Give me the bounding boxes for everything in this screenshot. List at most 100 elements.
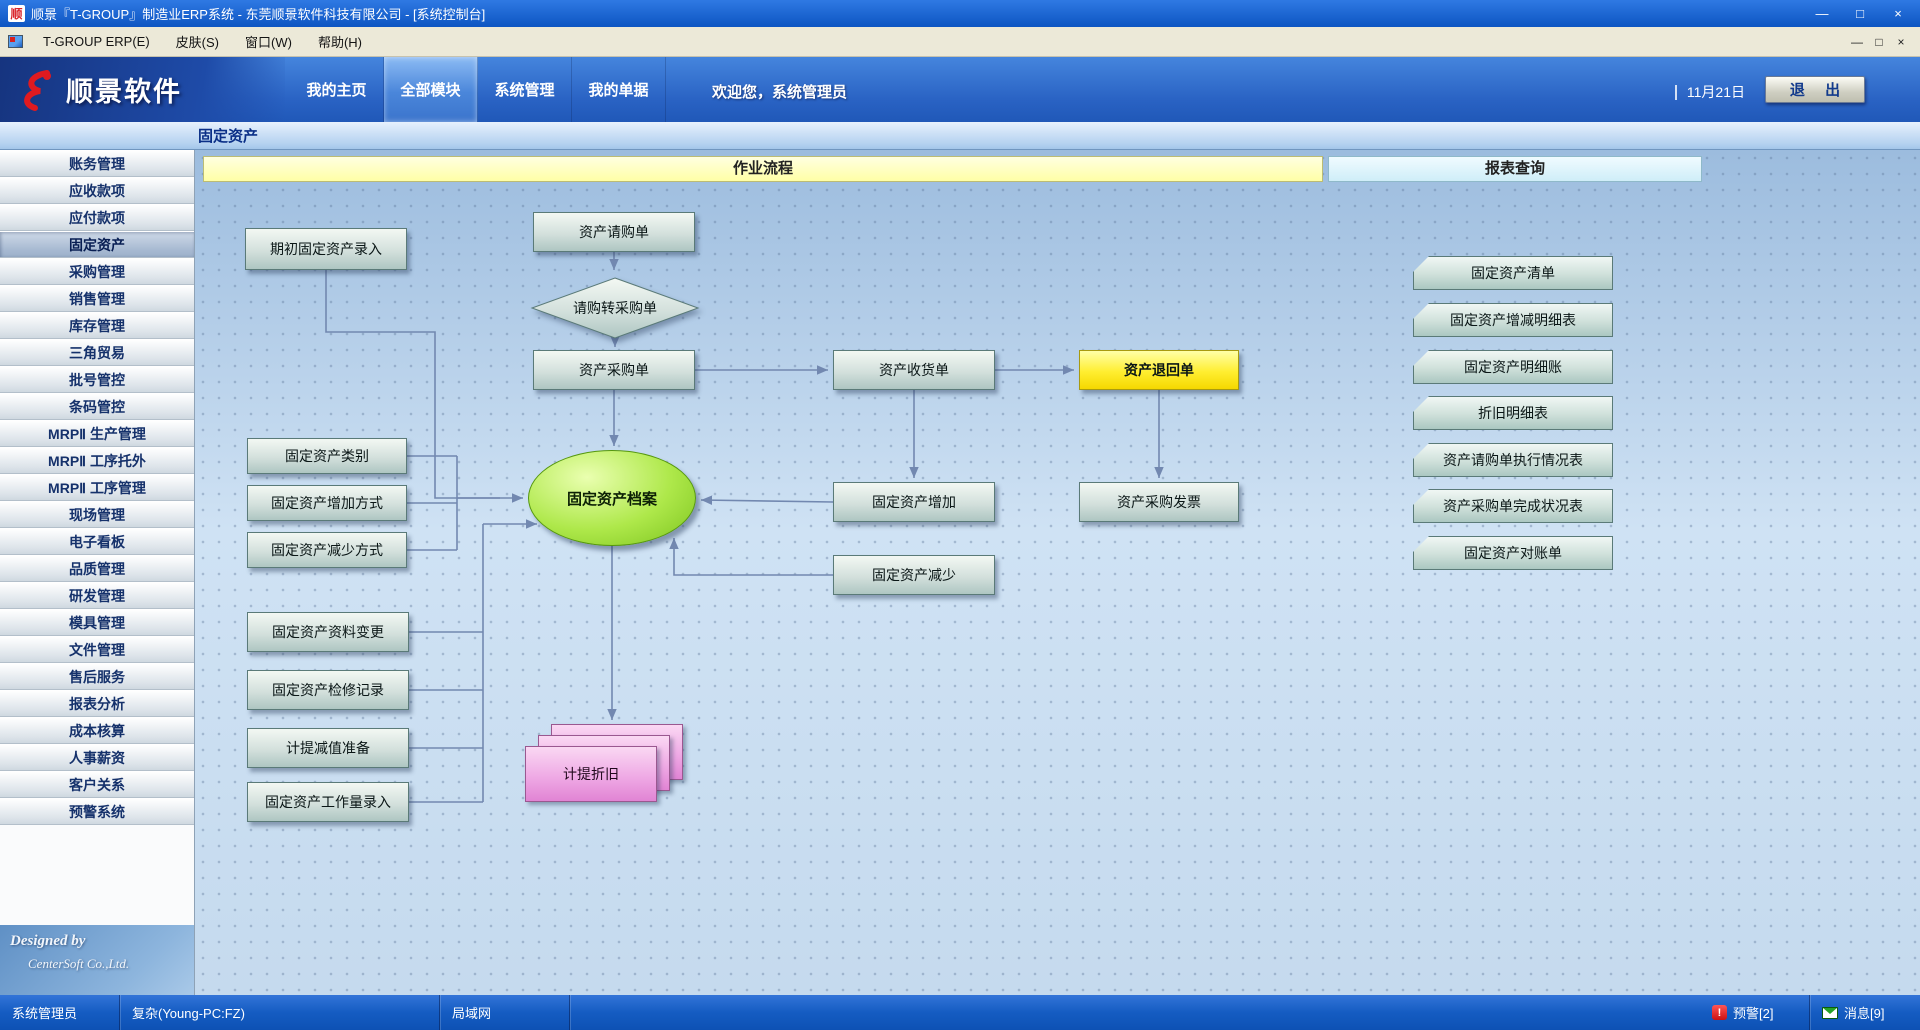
depreciation-layer-front: 计提折旧 — [525, 746, 657, 802]
sidebar-item-mrp2-process[interactable]: MRPⅡ 工序管理 — [0, 474, 194, 501]
exit-button[interactable]: 退 出 — [1765, 76, 1865, 103]
report-asset-list[interactable]: 固定资产清单 — [1413, 256, 1613, 290]
header-date: 11月21日 — [1674, 82, 1745, 102]
sidebar-item-hr-payroll[interactable]: 人事薪资 — [0, 744, 194, 771]
menu-item-skin[interactable]: 皮肤(S) — [175, 35, 220, 50]
status-alerts-text: 预警[2] — [1733, 1006, 1774, 1021]
tab-all-modules[interactable]: 全部模块 — [384, 57, 478, 122]
flow-node-impairment[interactable]: 计提减值准备 — [247, 728, 409, 768]
tab-system-admin[interactable]: 系统管理 — [478, 57, 572, 122]
report-increase-decrease-detail[interactable]: 固定资产增减明细表 — [1413, 303, 1613, 337]
status-user: 系统管理员 — [0, 995, 120, 1030]
child-minimize-icon[interactable]: — — [1851, 34, 1863, 49]
sidebar-item-triangle-trade[interactable]: 三角贸易 — [0, 339, 194, 366]
flow-node-asset-archive[interactable]: 固定资产档案 — [528, 450, 696, 546]
menu-item-erp[interactable]: T-GROUP ERP(E) — [43, 34, 150, 49]
report-requisition-execution[interactable]: 资产请购单执行情况表 — [1413, 443, 1613, 477]
sidebar-item-report-analysis[interactable]: 报表分析 — [0, 690, 194, 717]
close-icon[interactable]: × — [1894, 6, 1902, 21]
logo-zone: 顺景软件 — [0, 57, 285, 122]
status-messages[interactable]: 消息[9] — [1810, 995, 1920, 1030]
page-title-bar: 固定资产 — [0, 122, 1920, 150]
status-alerts[interactable]: ! 预警[2] — [1700, 995, 1810, 1030]
sidebar-item-accounting[interactable]: 账务管理 — [0, 150, 194, 177]
sidebar-item-fixed-assets[interactable]: 固定资产 — [0, 231, 194, 258]
flow-node-purchase-invoice[interactable]: 资产采购发票 — [1079, 482, 1239, 522]
sidebar-item-alert-system[interactable]: 预警系统 — [0, 798, 194, 825]
minimize-icon[interactable]: — — [1815, 6, 1829, 21]
flow-node-repair-log[interactable]: 固定资产检修记录 — [247, 670, 409, 710]
sidebar-item-receivables[interactable]: 应收款项 — [0, 177, 194, 204]
designed-by-panel: Designed by CenterSoft Co.,Ltd. — [0, 925, 194, 995]
module-sidebar: 账务管理 应收款项 应付款项 固定资产 采购管理 销售管理 库存管理 三角贸易 … — [0, 150, 195, 995]
flow-node-asset-requisition[interactable]: 资产请购单 — [533, 212, 695, 252]
date-separator — [1674, 84, 1677, 100]
flow-node-depreciation[interactable]: 计提折旧 — [525, 724, 683, 802]
status-host-text: 复杂(Young-PC:FZ) — [132, 1006, 245, 1021]
sidebar-item-payables[interactable]: 应付款项 — [0, 204, 194, 231]
sidebar-item-after-sales[interactable]: 售后服务 — [0, 663, 194, 690]
status-messages-text: 消息[9] — [1844, 1006, 1885, 1021]
flow-node-asset-return[interactable]: 资产退回单 — [1079, 350, 1239, 390]
app-icon: 顺 — [8, 5, 25, 22]
sidebar-item-barcode[interactable]: 条码管控 — [0, 393, 194, 420]
flow-node-add-mode[interactable]: 固定资产增加方式 — [247, 485, 407, 521]
sidebar-item-mrp2-production[interactable]: MRPⅡ 生产管理 — [0, 420, 194, 447]
child-restore-icon[interactable]: □ — [1875, 34, 1883, 49]
sidebar-item-quality[interactable]: 品质管理 — [0, 555, 194, 582]
status-spacer — [570, 995, 1700, 1030]
sidebar-item-purchasing[interactable]: 采购管理 — [0, 258, 194, 285]
flow-node-sub-mode[interactable]: 固定资产减少方式 — [247, 532, 407, 568]
welcome-text: 欢迎您，系统管理员 — [712, 84, 848, 101]
tab-my-documents[interactable]: 我的单据 — [572, 57, 666, 122]
sidebar-item-inventory[interactable]: 库存管理 — [0, 312, 194, 339]
report-asset-ledger[interactable]: 固定资产明细账 — [1413, 350, 1613, 384]
alert-icon: ! — [1712, 1005, 1727, 1020]
sidebar-item-crm[interactable]: 客户关系 — [0, 771, 194, 798]
sidebar-item-sales[interactable]: 销售管理 — [0, 285, 194, 312]
flow-node-asset-category[interactable]: 固定资产类别 — [247, 438, 407, 474]
window-title: 顺景『T-GROUP』制造业ERP系统 - 东莞顺景软件科技有限公司 - [系统… — [31, 7, 486, 22]
flow-node-req-to-po-label: 请购转采购单 — [573, 300, 657, 316]
title-bar: 顺 顺景『T-GROUP』制造业ERP系统 - 东莞顺景软件科技有限公司 - [… — [0, 0, 1920, 27]
sidebar-item-costing[interactable]: 成本核算 — [0, 717, 194, 744]
menu-bar: T-GROUP ERP(E) 皮肤(S) 窗口(W) 帮助(H) — □ × — [0, 27, 1920, 57]
logo-icon — [24, 69, 51, 111]
menu-item-window[interactable]: 窗口(W) — [245, 35, 292, 50]
report-asset-reconciliation[interactable]: 固定资产对账单 — [1413, 536, 1613, 570]
diamond-shape-icon — [530, 277, 700, 339]
section-header-reports: 报表查询 — [1328, 156, 1702, 182]
child-close-icon[interactable]: × — [1897, 34, 1905, 49]
content: 账务管理 应收款项 应付款项 固定资产 采购管理 销售管理 库存管理 三角贸易 … — [0, 150, 1920, 995]
report-depreciation-detail[interactable]: 折旧明细表 — [1413, 396, 1613, 430]
mdi-child-icon — [8, 35, 23, 48]
sidebar-filler — [0, 825, 194, 925]
designed-by-line2: CenterSoft Co.,Ltd. — [28, 956, 130, 971]
flow-node-data-change[interactable]: 固定资产资料变更 — [247, 612, 409, 652]
flow-node-asset-increase[interactable]: 固定资产增加 — [833, 482, 995, 522]
sidebar-item-shopfloor[interactable]: 现场管理 — [0, 501, 194, 528]
sidebar-item-mrp2-outsourcing[interactable]: MRPⅡ 工序托外 — [0, 447, 194, 474]
menu-item-help[interactable]: 帮助(H) — [317, 35, 362, 50]
status-host: 复杂(Young-PC:FZ) — [120, 995, 440, 1030]
sidebar-item-kanban[interactable]: 电子看板 — [0, 528, 194, 555]
status-network: 局域网 — [440, 995, 570, 1030]
section-header-workflow: 作业流程 — [203, 156, 1323, 182]
sidebar-item-rnd[interactable]: 研发管理 — [0, 582, 194, 609]
status-network-text: 局域网 — [452, 1006, 492, 1021]
flow-node-workload-entry[interactable]: 固定资产工作量录入 — [247, 782, 409, 822]
maximize-icon[interactable]: □ — [1856, 6, 1864, 21]
flow-node-req-to-po[interactable]: 请购转采购单 — [530, 276, 700, 340]
report-po-completion[interactable]: 资产采购单完成状况表 — [1413, 489, 1613, 523]
sidebar-item-lot-control[interactable]: 批号管控 — [0, 366, 194, 393]
flow-node-asset-receipt[interactable]: 资产收货单 — [833, 350, 995, 390]
flow-node-asset-decrease[interactable]: 固定资产减少 — [833, 555, 995, 595]
flow-node-initial-entry[interactable]: 期初固定资产录入 — [245, 228, 407, 270]
tab-my-home[interactable]: 我的主页 — [290, 57, 384, 122]
flow-edges — [325, 252, 1164, 803]
header-tabs: 我的主页 全部模块 系统管理 我的单据 — [290, 57, 666, 122]
sidebar-item-documents[interactable]: 文件管理 — [0, 636, 194, 663]
sidebar-item-mold[interactable]: 模具管理 — [0, 609, 194, 636]
page-title: 固定资产 — [198, 128, 259, 145]
flow-node-asset-po[interactable]: 资产采购单 — [533, 350, 695, 390]
